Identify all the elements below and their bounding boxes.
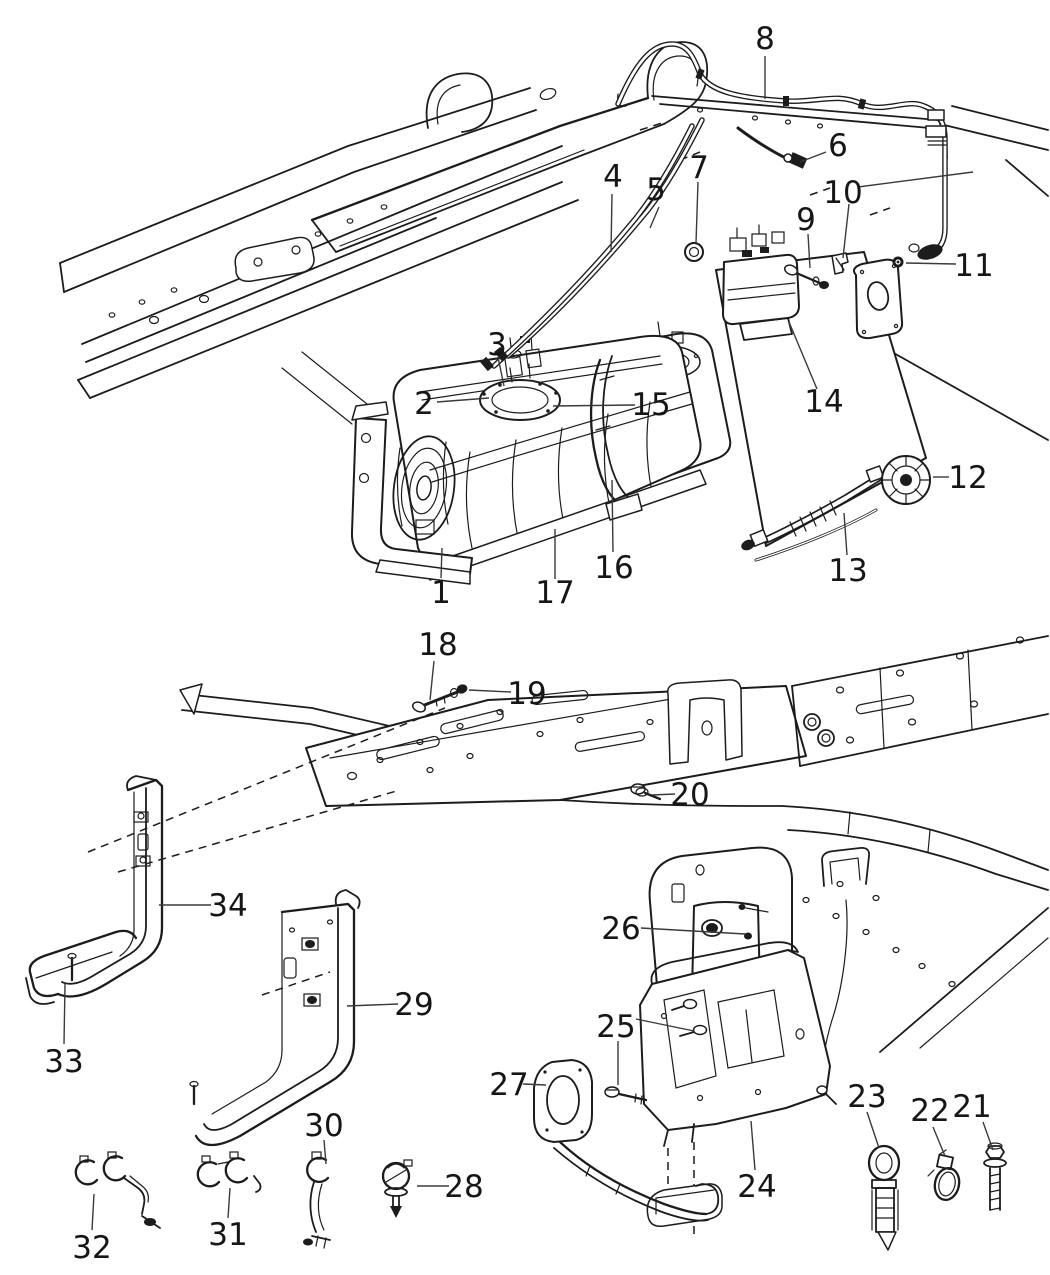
callout-23: 23	[847, 1079, 886, 1115]
bolt-20	[630, 783, 662, 801]
callout-29: 29	[394, 987, 433, 1023]
callout-labels: 1 2 3 4 5 6 7 8 9 10 11 12 13 14 15 16 1…	[44, 21, 993, 1266]
fuel-tank	[392, 334, 707, 581]
callout-6: 6	[828, 128, 848, 164]
chassis-fuel-line-bundle	[615, 41, 948, 260]
tank-strap	[589, 355, 643, 521]
callout-13: 13	[828, 553, 867, 589]
nut-11	[892, 256, 904, 268]
frame-rail-top-left	[59, 87, 579, 425]
callout-31: 31	[208, 1217, 247, 1253]
callout-34: 34	[208, 888, 247, 924]
callout-4: 4	[603, 159, 623, 195]
callout-14: 14	[804, 384, 843, 420]
bolt-9	[783, 264, 829, 289]
callout-24: 24	[737, 1169, 776, 1205]
grommet	[684, 242, 704, 262]
mount-bracket	[648, 846, 793, 999]
callout-33: 33	[44, 1044, 83, 1080]
stud-26-washer	[701, 919, 723, 937]
clamp-22	[927, 1149, 961, 1201]
evap-canister-assembly	[722, 224, 800, 341]
bolt-25-upper	[682, 998, 698, 1010]
callout-28: 28	[444, 1169, 483, 1205]
callout-22: 22	[910, 1093, 949, 1129]
crossmember-top	[310, 41, 708, 253]
frame-clip-bracket	[821, 847, 870, 887]
callout-30: 30	[304, 1108, 343, 1144]
callout-15: 15	[631, 387, 670, 423]
filler-cap	[881, 455, 931, 505]
callout-19: 19	[507, 676, 546, 712]
callout-11: 11	[954, 248, 993, 284]
clip-32	[74, 1151, 161, 1229]
filler-tube	[741, 465, 885, 562]
bracket-34	[56, 775, 164, 998]
fuel-sender-harness	[736, 126, 808, 169]
tank-support-bracket	[350, 401, 473, 585]
callout-3: 3	[487, 327, 507, 363]
bolt-21	[983, 1142, 1007, 1211]
callout-27: 27	[489, 1067, 528, 1103]
bracket-33	[25, 929, 138, 1005]
callout-2: 2	[414, 386, 434, 422]
filler-neck-housing	[853, 258, 904, 340]
callout-1: 1	[431, 575, 451, 611]
tow-hook	[533, 1059, 720, 1222]
callout-5: 5	[646, 172, 666, 208]
bolt-18-19	[411, 684, 468, 713]
callout-26: 26	[601, 911, 640, 947]
callout-12: 12	[948, 460, 987, 496]
callout-9: 9	[796, 202, 816, 238]
callout-25: 25	[596, 1009, 635, 1045]
callout-20: 20	[670, 777, 709, 813]
line-fitting	[927, 109, 945, 121]
clip-10	[831, 252, 849, 275]
anchor-23	[867, 1144, 901, 1251]
callout-7: 7	[689, 150, 709, 186]
skid-plate	[639, 941, 837, 1228]
clip-30	[303, 1151, 331, 1249]
frame-bottom	[179, 635, 1049, 1081]
callout-21: 21	[952, 1089, 991, 1125]
callout-16: 16	[594, 550, 633, 586]
callout-17: 17	[535, 575, 574, 611]
clip-31	[196, 1151, 262, 1193]
fuel-supply-lines	[480, 117, 705, 372]
stud-26	[706, 923, 718, 933]
tank-end-ring-outer	[392, 435, 456, 541]
skid-plate-foot	[646, 1183, 723, 1228]
callout-18: 18	[418, 627, 457, 663]
leader-lines	[63, 56, 994, 1231]
callout-10: 10	[823, 175, 862, 211]
callout-8: 8	[755, 21, 775, 57]
line-end-fitting	[917, 244, 943, 260]
bolt-25-lower	[604, 1086, 648, 1105]
retainer-28	[381, 1159, 413, 1218]
callout-32: 32	[72, 1230, 111, 1266]
bracket-29	[189, 889, 361, 1147]
